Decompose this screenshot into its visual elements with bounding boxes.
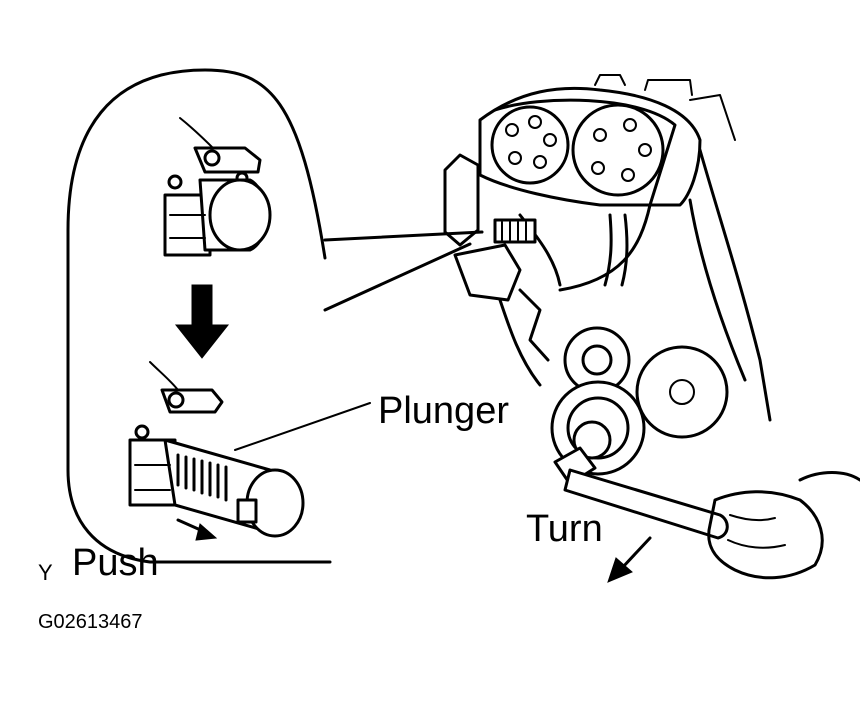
plunger-leader-line bbox=[234, 402, 371, 451]
cam-pulley-right bbox=[571, 103, 665, 197]
cam-pulley-left bbox=[490, 105, 570, 185]
callout-line-bottom bbox=[323, 242, 472, 312]
tensioner-before bbox=[163, 117, 272, 257]
pump-pulley bbox=[635, 345, 729, 439]
callout-line-top bbox=[323, 230, 484, 242]
push-label: Push bbox=[72, 542, 159, 584]
push-arrow bbox=[176, 518, 218, 541]
marker-label: Y bbox=[38, 560, 53, 585]
turn-label: Turn bbox=[526, 508, 603, 550]
hand bbox=[707, 490, 824, 580]
reference-code: G02613467 bbox=[38, 611, 143, 633]
wrench bbox=[563, 468, 729, 540]
detail-inset bbox=[66, 68, 484, 564]
turn-arrow bbox=[607, 536, 652, 583]
tensioner-after bbox=[128, 361, 371, 538]
crank-bolt bbox=[553, 446, 597, 486]
plunger-threads bbox=[176, 453, 228, 502]
engine-front bbox=[443, 74, 860, 580]
plunger-label: Plunger bbox=[378, 390, 509, 432]
down-arrow bbox=[174, 284, 230, 359]
